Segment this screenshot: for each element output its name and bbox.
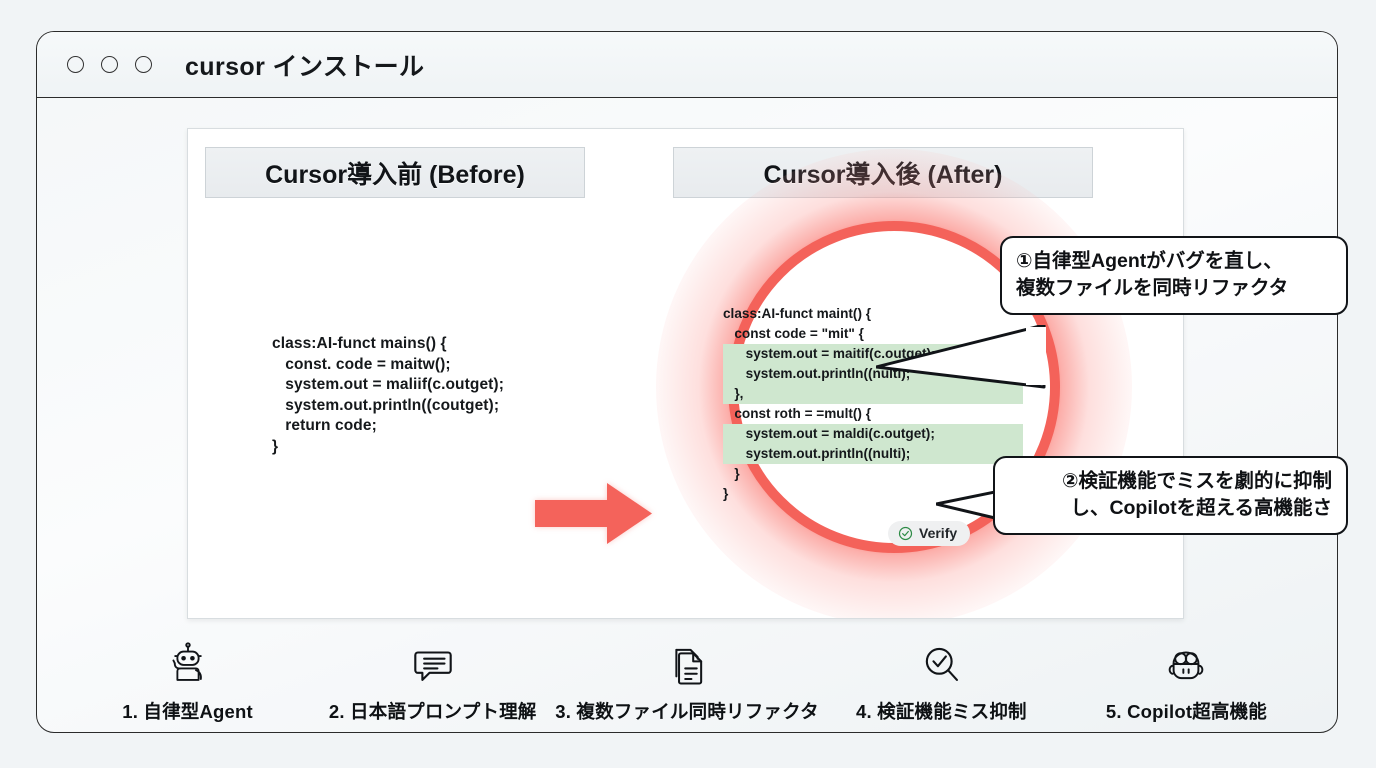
feature-item-1[interactable]: 1. 自律型Agent bbox=[65, 641, 310, 724]
callout-2-line-2: し、Copilotを超える高機能さ bbox=[1070, 497, 1332, 519]
check-circle-icon bbox=[898, 526, 913, 540]
feature-label-1: 1. 自律型Agent bbox=[122, 701, 253, 722]
window-traffic-lights bbox=[67, 56, 152, 73]
feature-item-3[interactable]: 3. 複数ファイル同時リファクタ bbox=[555, 641, 819, 724]
feature-item-4[interactable]: 4. 検証機能ミス抑制 bbox=[819, 641, 1064, 724]
close-dot-icon[interactable] bbox=[67, 56, 84, 73]
callout-1-line-2: 複数ファイルを同時リファクタ bbox=[1016, 277, 1289, 299]
window-titlebar: cursor インストール bbox=[37, 32, 1337, 98]
search-check-icon bbox=[918, 641, 964, 687]
after-code-line: } bbox=[723, 466, 740, 481]
callout-2-bubble: ②検証機能でミスを劇的に抑制 し、Copilotを超える高機能さ bbox=[993, 456, 1348, 535]
maximize-dot-icon[interactable] bbox=[135, 56, 152, 73]
column-header-after-label: Cursor導入後 (After) bbox=[763, 160, 1003, 189]
callout-1-bubble: ①自律型Agentがバグを直し、 複数ファイルを同時リファクタ bbox=[1000, 236, 1348, 315]
feature-item-5[interactable]: 5. Copilot超高機能 bbox=[1064, 641, 1309, 724]
window-title: cursor インストール bbox=[185, 52, 425, 81]
verify-badge[interactable]: Verify bbox=[888, 521, 971, 546]
pilot-face-icon bbox=[1163, 641, 1209, 687]
robot-icon bbox=[165, 641, 211, 687]
verify-badge-label: Verify bbox=[919, 525, 958, 541]
feature-label-5: 5. Copilot超高機能 bbox=[1105, 701, 1267, 722]
before-code-block: class:AI-funct mains() { const. code = m… bbox=[272, 335, 504, 455]
callout-1-line-1: ①自律型Agentがバグを直し、 bbox=[1016, 250, 1283, 272]
after-code-line: } bbox=[723, 486, 729, 501]
after-code-line: class:AI-funct maint() { bbox=[723, 306, 872, 321]
after-code-line-highlighted: }, bbox=[723, 384, 1023, 404]
right-arrow-icon bbox=[535, 483, 652, 544]
column-header-after: Cursor導入後 (After) bbox=[673, 147, 1093, 198]
feature-label-3: 3. 複数ファイル同時リファクタ bbox=[555, 701, 819, 722]
after-code-line-highlighted: system.out = maldi(c.outget); bbox=[723, 424, 1023, 444]
callout-1-tail bbox=[876, 325, 1046, 389]
column-header-before: Cursor導入前 (Before) bbox=[205, 147, 585, 198]
feature-item-2[interactable]: 2. 日本語プロンプト理解 bbox=[310, 641, 555, 724]
after-code-line: const roth = =mult() { bbox=[723, 406, 872, 421]
after-code-line: const code = "mit" { bbox=[723, 326, 864, 341]
minimize-dot-icon[interactable] bbox=[101, 56, 118, 73]
feature-label-4: 4. 検証機能ミス抑制 bbox=[855, 701, 1027, 722]
callout-2-line-1: ②検証機能でミスを劇的に抑制 bbox=[1061, 470, 1332, 492]
after-code-line-highlighted: system.out.println((nulti); bbox=[723, 444, 1023, 464]
column-header-before-label: Cursor導入前 (Before) bbox=[265, 160, 525, 189]
feature-strip: 1. 自律型Agent 2. 日本語プロンプト理解 bbox=[37, 641, 1337, 724]
feature-label-2: 2. 日本語プロンプト理解 bbox=[328, 701, 537, 722]
app-window: cursor インストール Cursor導入前 (Before) Cursor導… bbox=[36, 31, 1338, 733]
documents-icon bbox=[664, 641, 710, 687]
chat-bubble-icon bbox=[410, 641, 456, 687]
